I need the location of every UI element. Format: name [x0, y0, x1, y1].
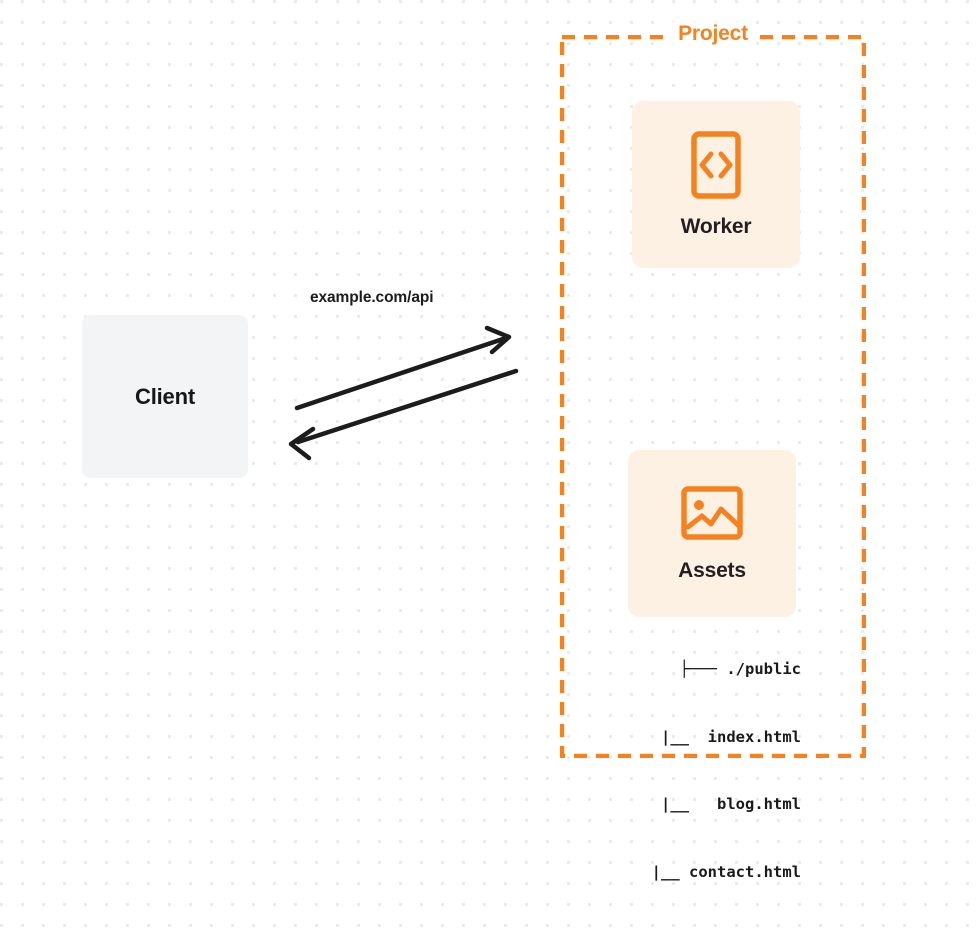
edge-label: example.com/api: [310, 289, 434, 306]
worker-card[interactable]: Worker: [632, 101, 800, 268]
code-brackets-icon: [691, 130, 741, 199]
project-dashed-border: [560, 35, 866, 758]
file-tree-row: |__ blog.html: [623, 795, 801, 813]
assets-file-tree: ├─── ./public |__ index.html |__ blog.ht…: [606, 613, 801, 928]
file-tree-row: ├─── ./public: [679, 660, 801, 678]
client-label: Client: [135, 383, 195, 409]
assets-card-label: Assets: [678, 558, 746, 582]
assets-card[interactable]: Assets: [628, 450, 796, 617]
project-title: Project: [671, 22, 755, 46]
worker-card-label: Worker: [680, 214, 752, 238]
file-tree-row: |__ index.html: [623, 727, 801, 746]
client-node[interactable]: Client: [82, 315, 248, 478]
file-tree-row: |__ contact.html: [614, 862, 801, 881]
request-arrow: [294, 325, 512, 411]
response-arrow: [288, 368, 519, 461]
image-icon: [681, 485, 743, 540]
project-group: Project Worker Assets ├─── ./public |__ …: [560, 22, 866, 881]
diagram-canvas: Client example.com/api Project Work: [82, 22, 866, 881]
